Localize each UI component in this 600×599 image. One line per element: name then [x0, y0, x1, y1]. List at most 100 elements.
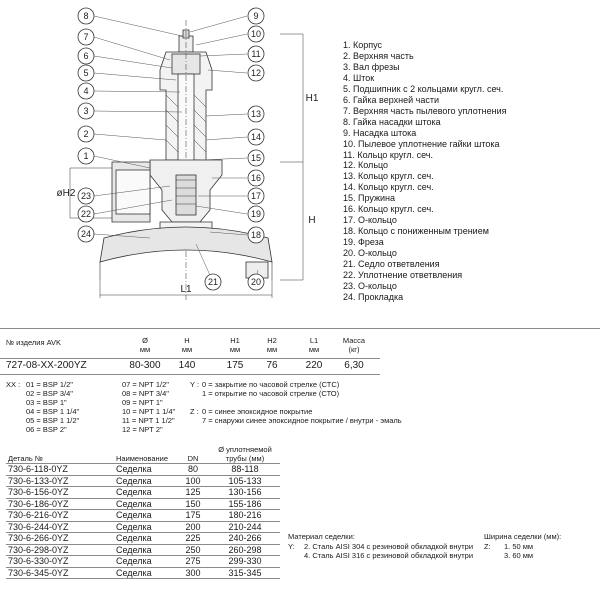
spec-item-number: 727-08-XX-200YZ: [6, 360, 87, 371]
cell-dn: 100: [176, 475, 210, 487]
legend-item: 14. Кольцо кругл. сеч.: [343, 182, 434, 193]
spec-mass: 6,30: [344, 360, 364, 371]
code-item: 11 = NPT 1 1/2": [122, 416, 175, 425]
cell-pipe-diameter: 180-216: [210, 509, 280, 522]
cell-part-number: 730-6-186-0YZ: [6, 498, 114, 510]
callout-23: 23: [77, 187, 95, 205]
cell-dn: 175: [176, 509, 210, 522]
callout-8: 8: [77, 7, 95, 25]
spec-l1: 220: [305, 360, 323, 371]
callout-label: 8: [83, 11, 88, 21]
legend-item: 21. Седло ответвления: [343, 259, 440, 270]
column-header-part-number: Деталь №: [6, 445, 114, 464]
column-header-pipe-diameter: Ø уплотняемой трубы (мм): [210, 445, 280, 464]
legend-item: 3. Вал фрезы: [343, 61, 400, 72]
callout-22: 22: [77, 205, 95, 223]
cell-pipe-diameter: 260-298: [210, 544, 280, 556]
cell-name: Седелка: [114, 532, 176, 545]
callout-16: 16: [247, 169, 265, 187]
callout-12: 12: [247, 64, 265, 82]
legend-item: 16. Кольцо кругл. сеч.: [343, 204, 434, 215]
callout-17: 17: [247, 187, 265, 205]
callout-label: 24: [81, 229, 91, 239]
dimension-h1-label: H1: [306, 93, 319, 104]
legend-item: 12. Кольцо: [343, 160, 389, 171]
spec-diameter: 80-300: [129, 360, 161, 371]
spec-h: 140: [178, 360, 196, 371]
callout-15: 15: [247, 149, 265, 167]
cell-dn: 225: [176, 532, 210, 545]
cell-pipe-diameter: 210-244: [210, 521, 280, 533]
spec-header-item-number: № изделия AVK: [6, 338, 62, 347]
legend-item: 9. Насадка штока: [343, 127, 417, 138]
z-codes-label: Z :: [190, 407, 199, 416]
cell-dn: 200: [176, 521, 210, 533]
cell-part-number: 730-6-216-0YZ: [6, 509, 114, 522]
material-line: 2. Сталь AISI 304 с резиновой обкладкой …: [304, 541, 474, 551]
parts-legend: 1. Корпус 2. Верхняя часть 3. Вал фрезы …: [343, 40, 507, 303]
code-item: 1 = открытие по часовой стрелке (СТО): [202, 389, 340, 398]
legend-item: 24. Прокладка: [343, 291, 404, 302]
callout-19: 19: [247, 205, 265, 223]
callout-3: 3: [77, 102, 95, 120]
cell-part-number: 730-6-118-0YZ: [6, 463, 114, 476]
code-item: 05 = BSP 1 1/2": [26, 416, 80, 425]
legend-item: 18. Кольцо с пониженным трением: [343, 226, 489, 237]
cell-pipe-diameter: 155-186: [210, 498, 280, 510]
table-header-row: Деталь № Наименование DN Ø уплотняемой т…: [6, 445, 280, 464]
cell-part-number: 730-6-244-0YZ: [6, 521, 114, 533]
saddle-width-notes: Ширина седелки (мм): Z:1. 50 мм 3. 60 мм: [484, 532, 561, 561]
legend-item: 23. О-кольцо: [343, 280, 397, 291]
code-item: 01 = BSP 1/2": [26, 380, 73, 389]
callout-label: 19: [251, 209, 261, 219]
y-codes-label: Y :: [190, 380, 200, 389]
y-codes: 0 = закрытие по часовой стрелке (СТС) 1 …: [202, 380, 339, 398]
cell-name: Седелка: [114, 544, 176, 556]
cell-name: Седелка: [114, 486, 176, 499]
callout-label: 15: [251, 153, 261, 163]
callout-6: 6: [77, 47, 95, 65]
callout-14: 14: [247, 128, 265, 146]
cell-name: Седелка: [114, 498, 176, 510]
callout-4: 4: [77, 82, 95, 100]
divider: [0, 358, 380, 359]
callout-label: 11: [251, 49, 260, 59]
code-item: 08 = NPT 3/4": [122, 389, 169, 398]
column-header-name: Наименование: [114, 445, 176, 464]
cell-part-number: 730-6-133-0YZ: [6, 475, 114, 487]
callout-24: 24: [77, 225, 95, 243]
width-line: 1. 50 мм: [504, 541, 534, 551]
callout-label: 3: [83, 106, 88, 116]
callout-label: 20: [251, 277, 261, 287]
spec-h2: 76: [266, 360, 278, 371]
legend-item: 22. Уплотнение ответвления: [343, 270, 463, 281]
callout-label: 1: [83, 151, 88, 161]
callout-label: 7: [83, 32, 88, 42]
legend-item: 13. Кольцо кругл. сеч.: [343, 171, 434, 182]
cell-name: Седелка: [114, 567, 176, 579]
code-item: 12 = NPT 2": [122, 425, 163, 434]
dimension-h2-label: øH2: [57, 188, 76, 199]
column-header-dn: DN: [176, 445, 210, 464]
cell-part-number: 730-6-156-0YZ: [6, 486, 114, 499]
cell-pipe-diameter: 88-118: [210, 463, 280, 476]
callout-label: 23: [81, 191, 91, 201]
callout-label: 13: [251, 109, 261, 119]
saddle-parts-table: Деталь № Наименование DN Ø уплотняемой т…: [6, 445, 280, 579]
cell-pipe-diameter: 240-266: [210, 532, 280, 545]
spec-header-mass: Масса(кг): [342, 336, 366, 354]
code-item: 07 = NPT 1/2": [122, 380, 169, 389]
cell-pipe-diameter: 315-345: [210, 567, 280, 579]
cell-part-number: 730-6-266-0YZ: [6, 532, 114, 545]
code-item: 09 = NPT 1": [122, 398, 163, 407]
xx-codes-bsp: 01 = BSP 1/2" 02 = BSP 3/4" 03 = BSP 1" …: [26, 380, 79, 434]
